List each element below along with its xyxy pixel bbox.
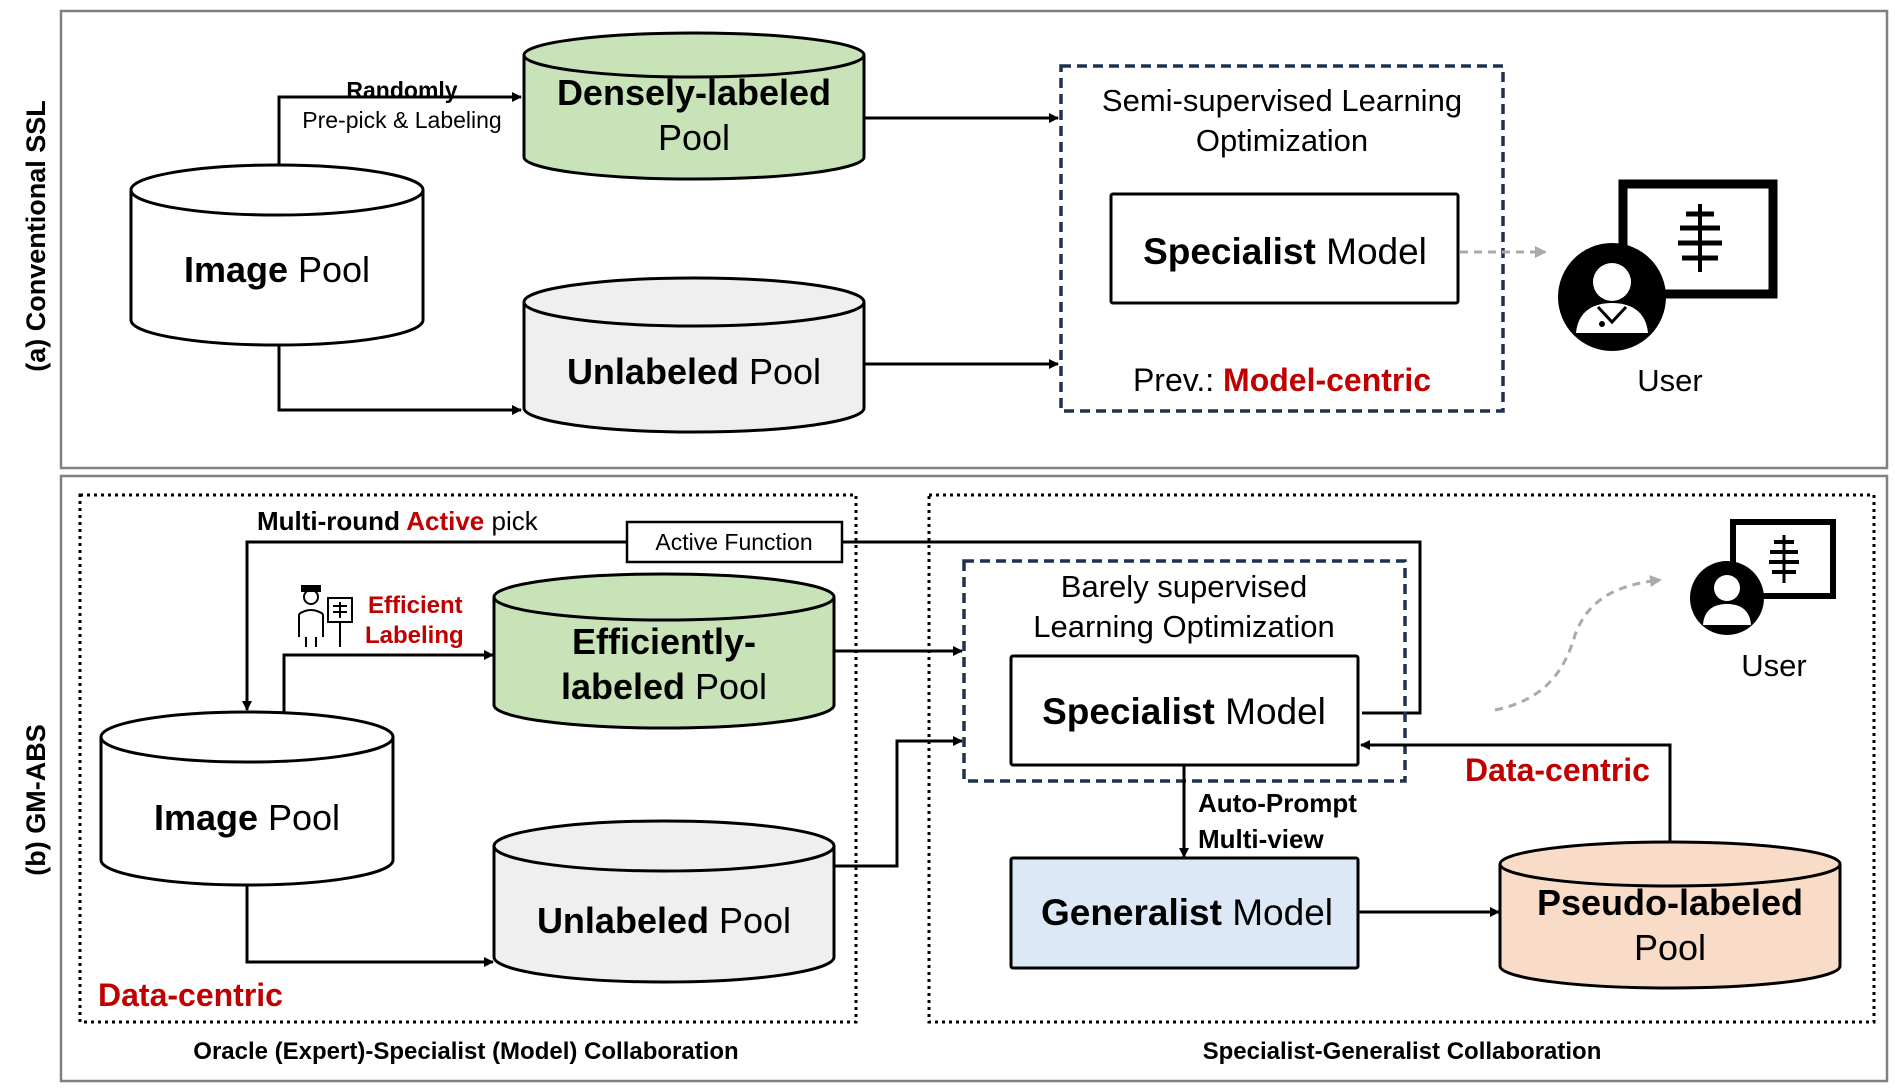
svg-text:labeled Pool: labeled Pool <box>561 666 767 707</box>
unlabeled-a-rest: Pool <box>739 351 821 392</box>
prev-label: Prev.: <box>1133 362 1223 398</box>
specialist-a-rest: Model <box>1316 231 1427 272</box>
generalist-bold: Generalist <box>1041 892 1222 933</box>
specialist-b-bold: Specialist <box>1042 691 1215 732</box>
panel-b-frame <box>59 474 1889 1083</box>
prepick-labeling-label: Pre-pick & Labeling <box>302 107 501 133</box>
multi-round-label: Multi-round <box>257 506 406 536</box>
arrow-image-to-efficient <box>282 650 494 712</box>
panel-a-side-label: (a) Conventional SSL <box>21 100 51 372</box>
arrow-image-to-dense <box>277 92 522 165</box>
randomly-label: Randomly <box>346 77 457 103</box>
arrow-to-user-b <box>1494 575 1662 712</box>
svg-text:Image Pool: Image Pool <box>154 797 340 838</box>
image-pool-a-bold: Image <box>184 249 288 290</box>
svg-text:Image Pool: Image Pool <box>184 249 370 290</box>
pseudo-pool-line2: Pool <box>1634 927 1706 968</box>
image-pool-b: Image Pool <box>99 710 395 887</box>
unlabeled-b-bold: Unlabeled <box>537 900 709 941</box>
bsl-box-line2: Learning Optimization <box>1033 609 1335 644</box>
densely-pool-line2: Pool <box>658 117 730 158</box>
efficient-pool-rest: Pool <box>685 666 767 707</box>
active-function-label: Active Function <box>655 529 812 555</box>
ssl-box-line1: Semi-supervised Learning <box>1102 83 1462 118</box>
caption-right: Specialist-Generalist Collaboration <box>1203 1038 1602 1065</box>
image-pool-a-rest: Pool <box>288 249 370 290</box>
panel-b-side-label: (b) GM-ABS <box>21 724 51 875</box>
user-label-b: User <box>1741 648 1806 683</box>
ssl-optimization-box <box>1059 64 1505 413</box>
doctor-monitor-icon <box>1558 179 1778 351</box>
active-pick-return <box>242 540 627 711</box>
specialist-model-b <box>1009 654 1360 767</box>
specialist-b-rest: Model <box>1215 691 1326 732</box>
generalist-rest: Model <box>1222 892 1333 933</box>
unlabeled-pool-b: Unlabeled Pool <box>492 819 836 984</box>
svg-text:Prev.: Model-centric: Prev.: Model-centric <box>1133 362 1431 398</box>
svg-text:Unlabeled Pool: Unlabeled Pool <box>567 351 821 392</box>
image-pool-b-rest: Pool <box>258 797 340 838</box>
model-centric-label: Model-centric <box>1223 362 1431 398</box>
specialist-model-a <box>1109 192 1460 305</box>
arrow-pseudo-to-specialist <box>1360 740 1672 842</box>
active-word: Active <box>406 506 484 536</box>
svg-text:Unlabeled Pool: Unlabeled Pool <box>537 900 791 941</box>
arrow-image-to-unlabeled <box>277 345 522 415</box>
efficient-pool-bold: labeled <box>561 666 685 707</box>
svg-text:Multi-round Active pick: Multi-round Active pick <box>257 506 539 536</box>
pick-word: pick <box>484 506 538 536</box>
image-pool-a: Image Pool <box>129 163 425 347</box>
pseudo-labeled-pool: Pseudo-labeled Pool <box>1498 840 1842 990</box>
caption-left: Oracle (Expert)-Specialist (Model) Colla… <box>193 1038 738 1065</box>
expert-annotator-icon <box>298 585 353 647</box>
arrow-image-to-unlabeled-b <box>245 880 494 967</box>
unlabeled-b-rest: Pool <box>709 900 791 941</box>
pseudo-pool-line1: Pseudo-labeled <box>1537 882 1803 923</box>
densely-pool-line1: Densely-labeled <box>557 72 831 113</box>
arrow-unlabeled-to-bsl <box>834 736 963 868</box>
svg-text:Generalist Model: Generalist Model <box>1041 892 1333 933</box>
auto-prompt-label: Auto-Prompt <box>1198 788 1357 818</box>
efficiently-labeled-pool: Efficiently- labeled Pool <box>492 572 836 730</box>
unlabeled-a-bold: Unlabeled <box>567 351 739 392</box>
user-label-a: User <box>1637 363 1702 398</box>
data-centric-left: Data-centric <box>98 977 283 1013</box>
ssl-box-line2: Optimization <box>1196 123 1368 158</box>
svg-text:Specialist Model: Specialist Model <box>1042 691 1326 732</box>
generalist-model <box>1009 856 1360 970</box>
oracle-specialist-region <box>78 493 858 1024</box>
specialist-a-bold: Specialist <box>1143 231 1316 272</box>
unlabeled-pool-a: Unlabeled Pool <box>522 276 866 434</box>
efficient-label-2: Labeling <box>365 622 464 649</box>
doctor-monitor-icon <box>1690 519 1836 635</box>
active-pick-loop <box>842 540 1422 715</box>
svg-text:Specialist Model: Specialist Model <box>1143 231 1427 272</box>
data-centric-right: Data-centric <box>1465 752 1650 788</box>
efficient-pool-line1: Efficiently- <box>572 621 756 662</box>
multi-view-label: Multi-view <box>1198 824 1324 854</box>
active-function-box <box>625 520 844 564</box>
densely-labeled-pool: Densely-labeled Pool <box>522 31 866 181</box>
image-pool-b-bold: Image <box>154 797 258 838</box>
panel-a-frame <box>59 9 1889 470</box>
bsl-box-line1: Barely supervised <box>1061 569 1307 604</box>
efficient-label-1: Efficient <box>368 592 463 619</box>
